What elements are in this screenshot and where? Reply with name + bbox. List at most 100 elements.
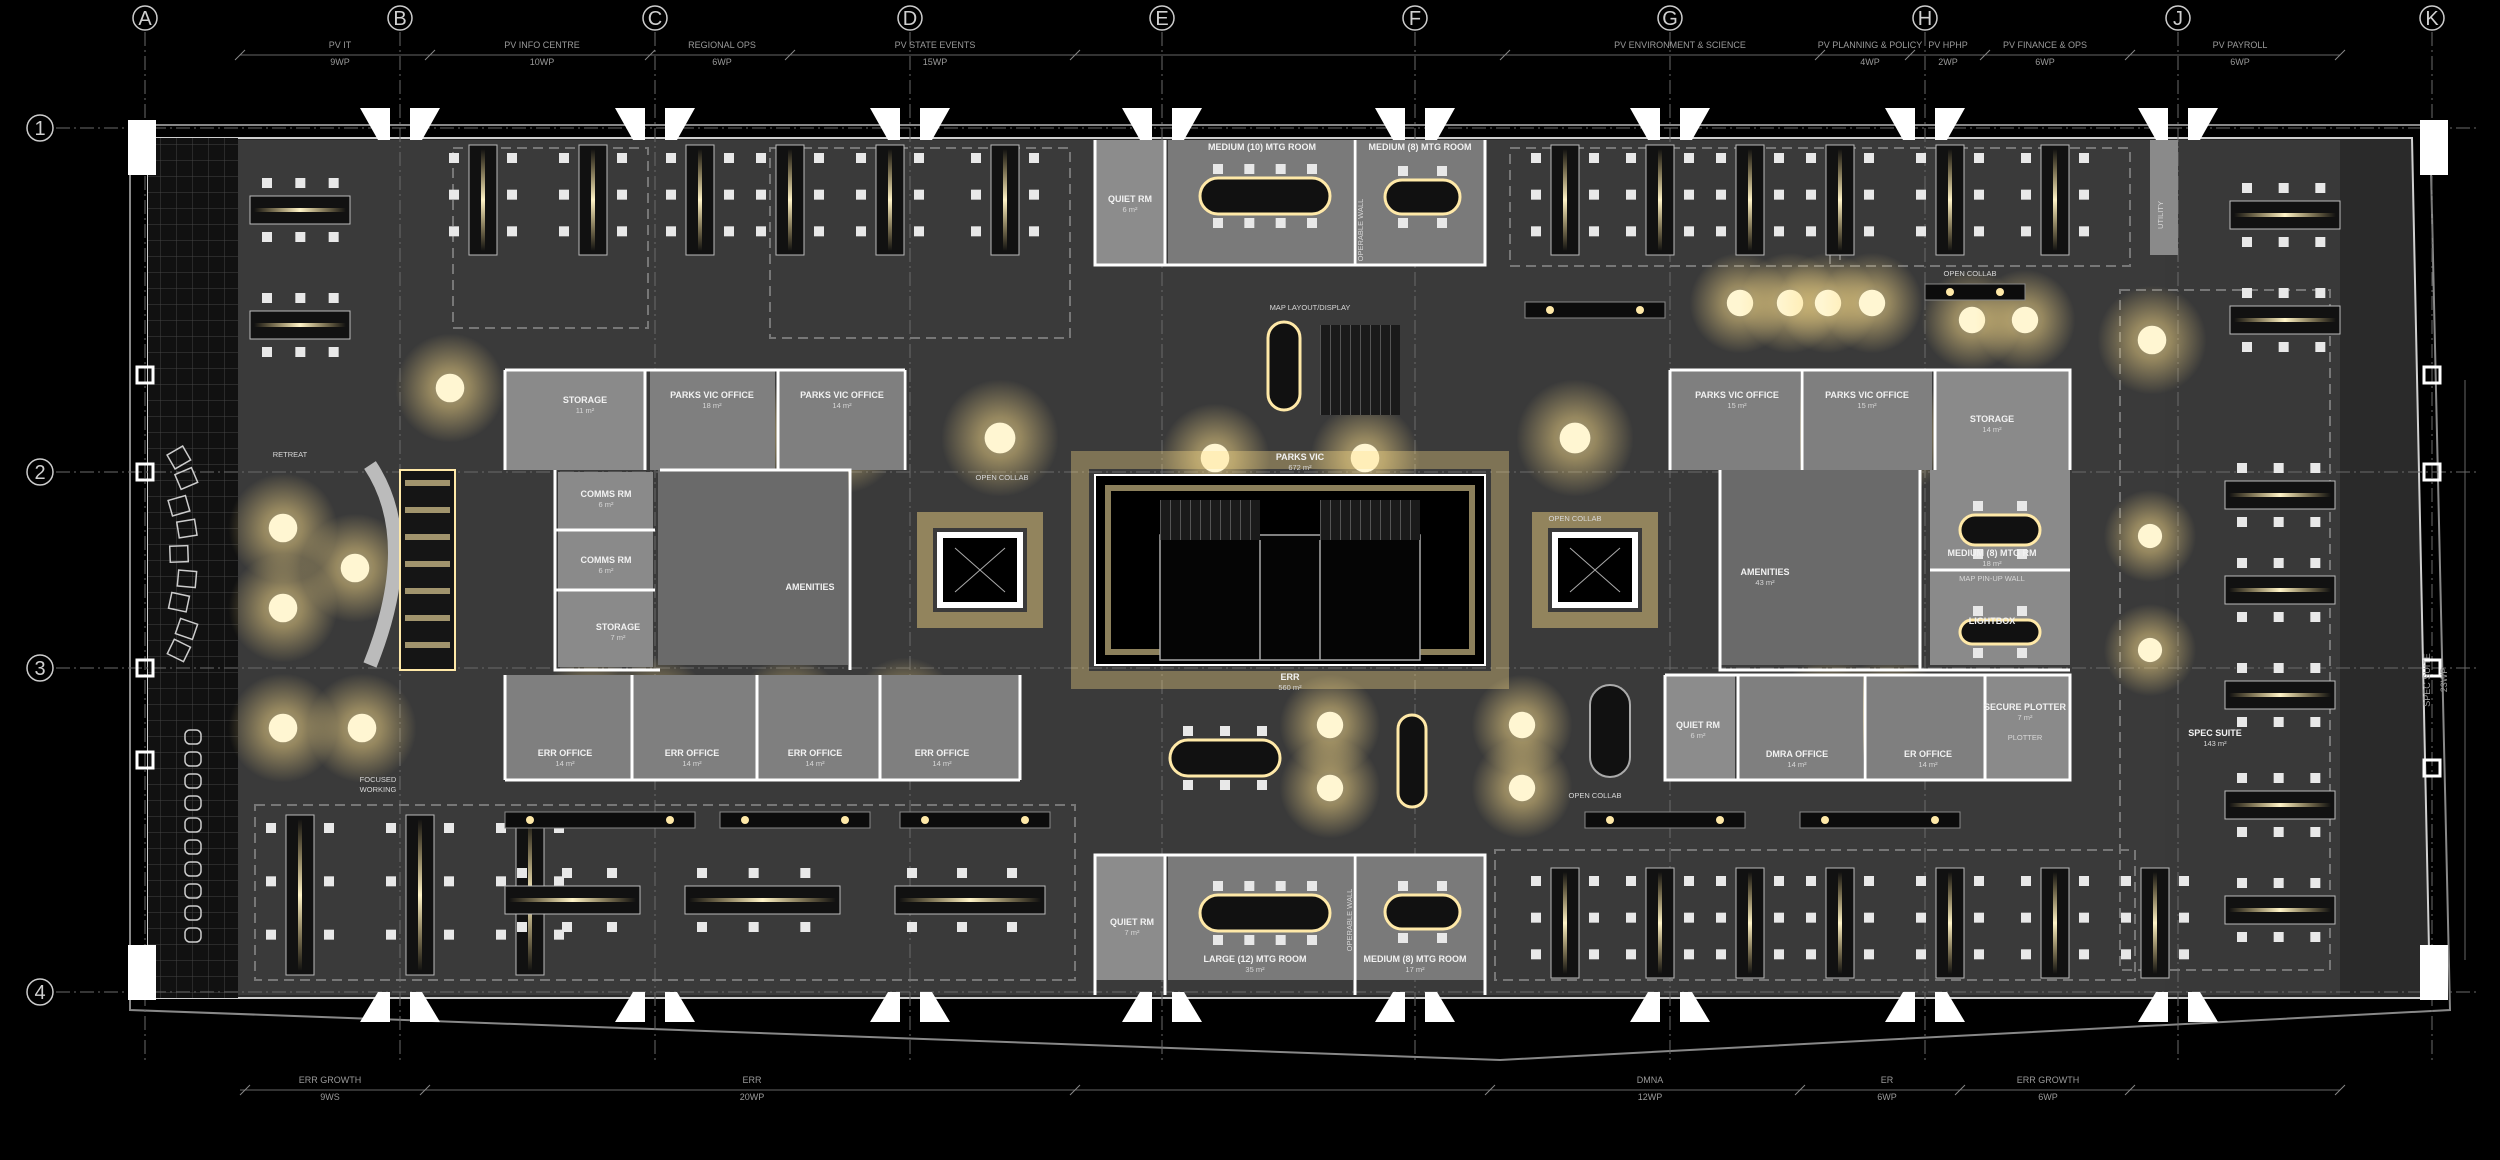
area-er-office: 14 m² — [1918, 760, 1938, 769]
task-light — [2229, 493, 2331, 497]
chair — [2310, 827, 2321, 837]
chair — [2273, 612, 2284, 622]
chair — [2179, 876, 2189, 886]
chair — [1244, 218, 1255, 228]
dim-pv-hphp-count: 2WP — [1938, 57, 1958, 67]
mullion — [615, 992, 645, 1022]
dim-pv-finance-count: 6WP — [2035, 57, 2055, 67]
chair — [666, 189, 676, 200]
central-core — [937, 474, 1638, 666]
dim-err-growth-right-count: 6WP — [2038, 1092, 2058, 1102]
dim-pv-environment: PV ENVIRONMENT & SCIENCE — [1614, 40, 1746, 50]
label-working: WORKING — [360, 785, 397, 794]
chair — [1244, 935, 1255, 945]
lounge-chair — [167, 494, 191, 517]
area-parks-vic: 672 m² — [1288, 463, 1312, 472]
chair — [1916, 949, 1926, 960]
mullion — [920, 108, 950, 140]
chair — [2315, 183, 2326, 193]
chair — [1244, 881, 1255, 891]
label-utility: UTILITY — [2156, 201, 2165, 229]
chair — [724, 153, 734, 163]
chair — [559, 189, 569, 200]
chair — [2273, 717, 2284, 727]
chair — [2017, 606, 2027, 616]
task-light — [2229, 803, 2331, 807]
facade-column — [135, 462, 155, 482]
terrace-chair — [184, 773, 202, 789]
grid-label-col: G — [1662, 8, 1678, 30]
mullion — [1375, 992, 1405, 1022]
chair — [2242, 288, 2252, 298]
task-light — [2229, 588, 2331, 592]
chair — [2121, 912, 2131, 923]
chair — [2273, 558, 2284, 568]
table-err — [1168, 738, 1282, 778]
chair — [2273, 463, 2284, 473]
area-comms-2: 6 m² — [599, 566, 615, 575]
mullion — [1122, 992, 1152, 1022]
area-storage-small: 7 m² — [611, 633, 627, 642]
lounge-chair — [168, 544, 190, 564]
facade-column — [2422, 758, 2442, 778]
chair — [2237, 717, 2247, 727]
chair — [324, 876, 334, 887]
table-lightbox — [1958, 618, 2042, 646]
chair — [724, 189, 734, 200]
area-quiet-top: 6 m² — [1123, 205, 1139, 214]
task-light — [2234, 213, 2336, 217]
chair — [756, 226, 766, 237]
grid-bubble-col — [642, 5, 668, 31]
chair — [1589, 226, 1599, 237]
chair — [1626, 189, 1636, 200]
chair — [328, 293, 339, 303]
bench-light — [526, 816, 534, 824]
grid-bubble-col — [132, 5, 158, 31]
chair — [1307, 164, 1317, 174]
chair — [1029, 153, 1039, 163]
walls — [503, 140, 2072, 995]
label-pv-office-1: PARKS VIC OFFICE — [670, 390, 754, 400]
facade-column — [135, 750, 155, 770]
pendant-light — [2137, 325, 2167, 355]
task-light — [2153, 872, 2157, 974]
pendant-light — [435, 373, 465, 403]
pendant-light — [1316, 774, 1344, 802]
chair — [328, 178, 339, 188]
dim-tick — [2124, 1084, 2136, 1096]
dim-pv-payroll-count: 6WP — [2230, 57, 2250, 67]
chair — [1684, 912, 1694, 923]
chair — [1684, 189, 1694, 200]
err-office-3 — [757, 675, 882, 780]
label-comms-2: COMMS RM — [581, 555, 632, 565]
bench-light — [1636, 306, 1644, 314]
chair — [914, 226, 924, 237]
pendant-light — [1508, 711, 1536, 739]
chair — [800, 922, 811, 932]
chair — [971, 226, 981, 237]
area-comms-1: 6 m² — [599, 500, 615, 509]
chair — [2278, 183, 2289, 193]
chair — [1806, 226, 1816, 237]
chair — [814, 153, 824, 163]
chair — [1973, 549, 1983, 559]
pendant-light — [2011, 306, 2039, 334]
chair — [1307, 218, 1317, 228]
mullion — [1630, 992, 1660, 1022]
pendant-light — [347, 713, 377, 743]
label-map-pin: MAP PIN-UP WALL — [1959, 574, 2025, 583]
bench-counter — [1799, 811, 1961, 829]
core-glow — [1071, 451, 1509, 689]
chair — [262, 347, 272, 357]
chair — [1774, 912, 1784, 923]
chair — [444, 823, 454, 833]
chair — [1626, 153, 1636, 163]
area-err: 560 m² — [1278, 683, 1302, 692]
chair — [1257, 780, 1267, 790]
chair — [2079, 153, 2089, 163]
chair — [2310, 773, 2321, 783]
label-err-office-2: ERR OFFICE — [665, 748, 720, 758]
chair — [697, 868, 707, 878]
chair — [1973, 501, 1983, 511]
dim-tick — [1069, 1084, 1081, 1096]
